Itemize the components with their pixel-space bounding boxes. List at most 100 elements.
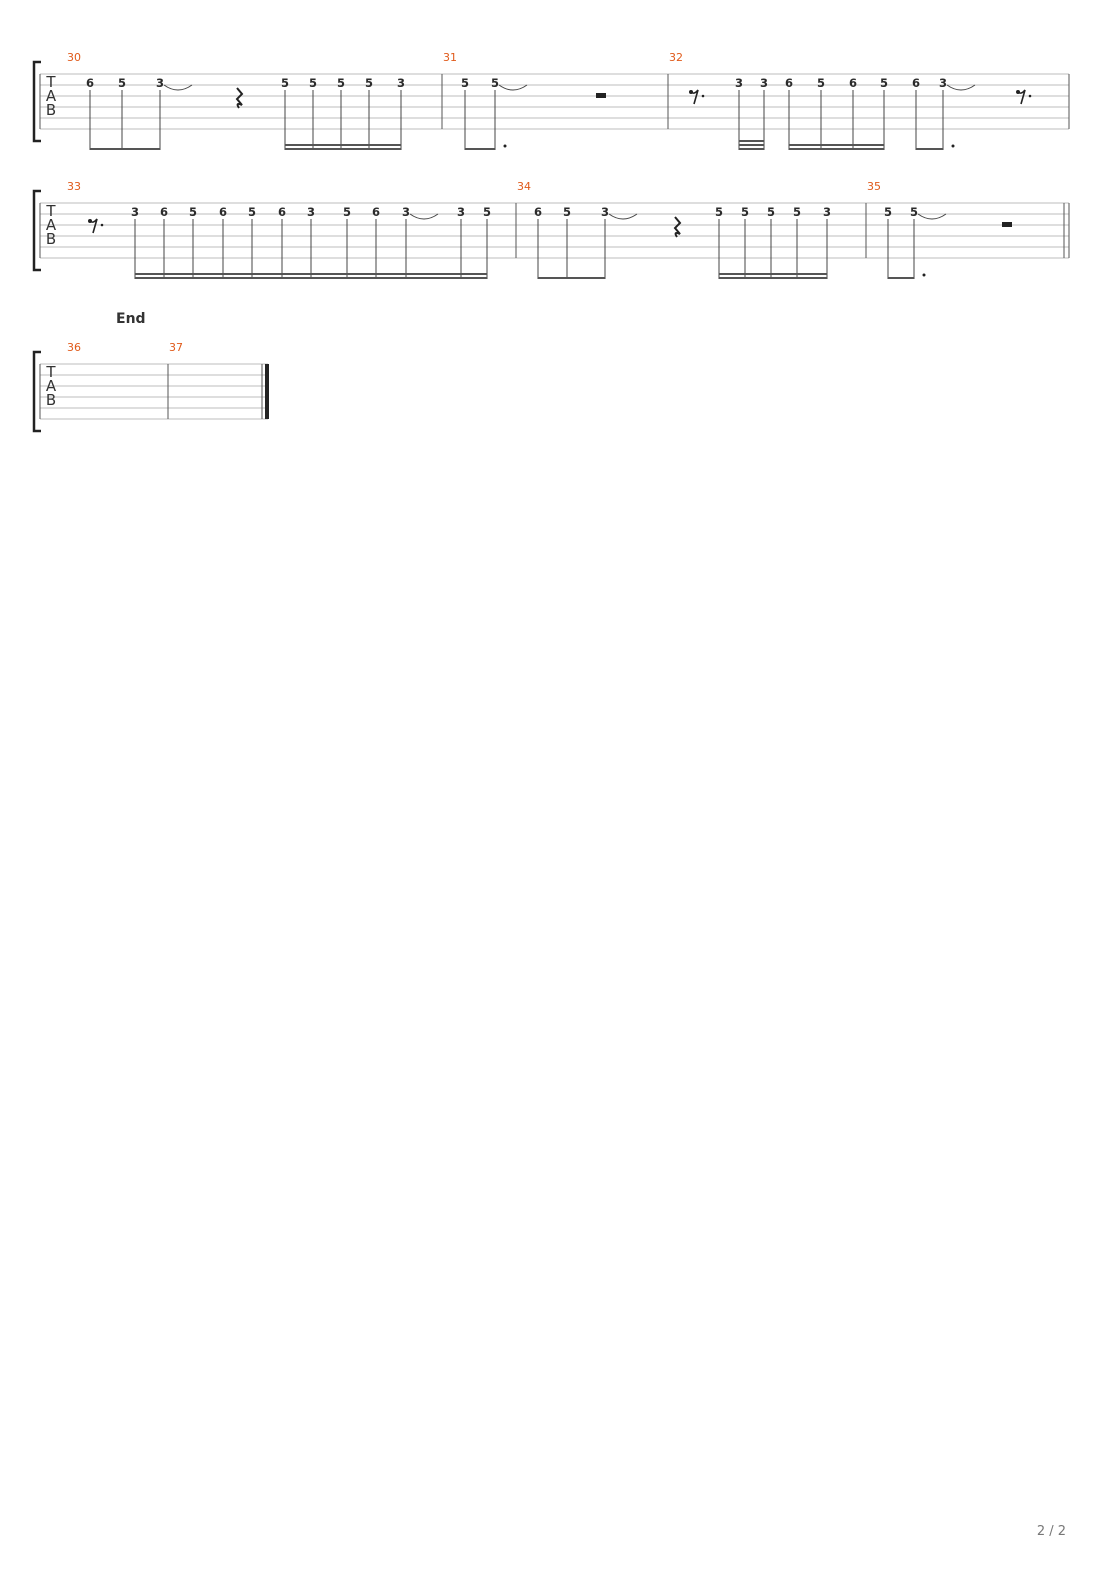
rest-dot-head [689,90,693,94]
fret-number: 5 [281,76,289,90]
note-beam [821,144,853,146]
note-beam [313,148,341,150]
note-beam [285,144,313,146]
tab-clef-letter: T [45,202,56,220]
tie-arc [409,213,439,220]
rest-dot [100,223,104,227]
tab-clef-letter: T [45,363,56,381]
measure-number: 36 [67,341,81,354]
fret-number: 3 [402,205,410,219]
note-beam [376,273,406,275]
note-beam [347,273,376,275]
system-bracket [32,60,41,143]
note-beam [311,277,347,279]
fret-number: 6 [912,76,920,90]
note-beam [461,277,487,279]
measure-number: 34 [517,180,531,193]
note-beam [771,273,797,275]
fret-number: 3 [823,205,831,219]
note-dot [951,144,955,148]
measure-number: 32 [669,51,683,64]
fret-number: 6 [219,205,227,219]
fret-number: 5 [884,205,892,219]
note-beam [282,277,311,279]
fret-number: 3 [397,76,405,90]
note-beam [567,277,605,279]
fret-number: 5 [365,76,373,90]
note-beam [465,148,495,150]
fret-number: 5 [910,205,918,219]
measure-number: 30 [67,51,81,64]
fret-number: 5 [491,76,499,90]
fret-number: 3 [307,205,315,219]
rest-dot-head [1016,90,1020,94]
note-beam [164,273,193,275]
measure-number: 31 [443,51,457,64]
quarter-rest [235,87,244,109]
note-beam [745,277,771,279]
note-beam [719,273,745,275]
note-beam [538,277,567,279]
note-beam [916,148,943,150]
note-beam [341,148,369,150]
tie-arc [917,213,947,220]
fret-number: 5 [767,205,775,219]
fret-number: 5 [337,76,345,90]
note-beam [164,277,193,279]
final-barline-thick [265,364,269,419]
note-beam [461,273,487,275]
fret-number: 5 [793,205,801,219]
fret-number: 5 [189,205,197,219]
half-rest [1002,222,1012,227]
note-dot [503,144,507,148]
fret-number: 6 [372,205,380,219]
note-beam [135,277,164,279]
fret-number: 5 [563,205,571,219]
fret-number: 5 [309,76,317,90]
measure-number: 35 [867,180,881,193]
note-beam [745,273,771,275]
fret-number: 3 [760,76,768,90]
fret-number: 3 [735,76,743,90]
fret-number: 5 [817,76,825,90]
note-beam [223,273,252,275]
note-beam [313,144,341,146]
note-beam [739,140,764,142]
quarter-rest [673,216,682,238]
rest-dot [701,94,705,98]
note-beam [311,273,347,275]
tab-clef-letter: A [46,216,57,234]
fret-number: 5 [483,205,491,219]
note-beam [285,148,313,150]
section-marker-end: End [116,311,146,327]
note-beam [369,148,401,150]
fret-number: 6 [86,76,94,90]
note-beam [739,144,764,146]
tie-arc [608,213,638,220]
tie-arc [163,84,193,91]
fret-number: 3 [457,205,465,219]
measure-number: 33 [67,180,81,193]
system-bracket [32,350,41,433]
page-number: 2 / 2 [1037,1524,1066,1539]
note-beam [853,148,884,150]
note-beam [406,273,461,275]
fret-number: 5 [248,205,256,219]
note-beam [347,277,376,279]
note-beam [406,277,461,279]
note-beam [739,148,764,150]
note-beam [888,277,914,279]
note-beam [252,273,282,275]
fret-number: 5 [715,205,723,219]
fret-number: 3 [601,205,609,219]
note-beam [223,277,252,279]
fret-number: 6 [534,205,542,219]
tab-clef-letter: B [46,391,56,409]
tie-arc [946,84,976,91]
note-beam [789,144,821,146]
fret-number: 5 [118,76,126,90]
